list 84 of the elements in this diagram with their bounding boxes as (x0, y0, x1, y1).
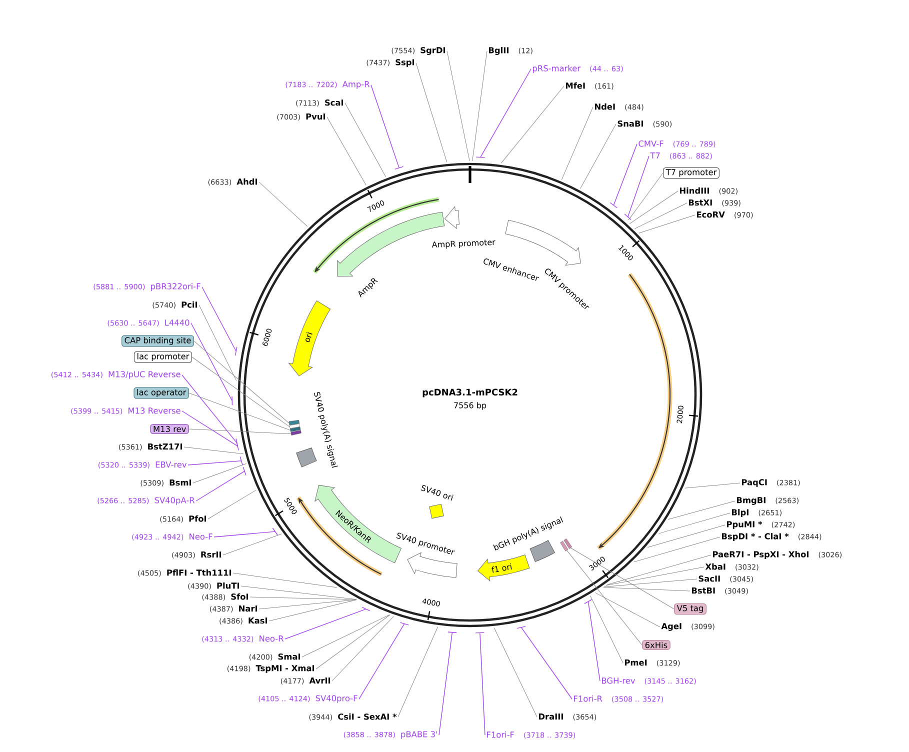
leader-line (208, 490, 256, 520)
leader-line (638, 214, 696, 234)
feature-tag: V5 tag (674, 603, 706, 615)
leader-line (190, 322, 233, 406)
leader-line (472, 50, 488, 162)
leader-line (590, 596, 624, 664)
leader-line (658, 512, 730, 534)
leader-line (516, 626, 572, 700)
feature-tag: M13 rev (150, 424, 189, 434)
leader-line (182, 410, 239, 451)
leader-line (398, 626, 438, 718)
feature-box: SV40 poly(A) signal (296, 392, 338, 468)
leader-line (198, 304, 237, 382)
leader-line (604, 578, 698, 588)
leader-line (610, 144, 638, 208)
leader-line (446, 50, 470, 162)
leader-line (501, 86, 564, 164)
leader-line (188, 456, 243, 466)
feature-tag: lac promoter (134, 351, 192, 363)
leader-line (475, 632, 486, 736)
feature-box: SV40 ori (420, 485, 454, 519)
leader-line (194, 340, 290, 424)
node-label: SV40 ori (420, 485, 454, 501)
leader-line (258, 182, 308, 227)
leader-line (634, 536, 720, 562)
feature-tag: lac operator (134, 387, 189, 399)
leader-line (580, 124, 616, 189)
leader-line (192, 356, 290, 428)
leader-line (258, 599, 357, 610)
leader-line (603, 587, 690, 592)
feature-mark (290, 430, 302, 436)
leader-line (196, 466, 246, 502)
feature-mark (560, 540, 568, 552)
leader-line (416, 62, 448, 162)
leader-line (624, 156, 650, 220)
leader-line (628, 172, 664, 220)
leader-line (494, 628, 538, 718)
leader-line (344, 102, 386, 177)
leader-line (250, 596, 357, 600)
feature-tag: CAP binding site (122, 335, 194, 347)
plasmid-name: pcDNA3.1-mPCSK2 (422, 388, 518, 398)
leader-line (232, 572, 338, 588)
leader-line (202, 286, 238, 356)
leader-line (594, 592, 660, 628)
leader-line (629, 190, 678, 224)
leader-line (647, 524, 726, 548)
leader-line (302, 614, 390, 658)
leader-line (222, 534, 282, 556)
leader-line (634, 202, 688, 230)
feature-segment: f1 ori (478, 554, 530, 582)
feature-segment: ori (288, 300, 331, 376)
leader-line (370, 84, 404, 170)
leader-line (268, 599, 357, 622)
leader-line (606, 566, 704, 586)
node-label: AmpR promoter (432, 240, 496, 249)
leader-line (326, 116, 366, 186)
leader-line (332, 616, 394, 682)
leader-line (570, 548, 674, 610)
feature-tag: 6xHis (642, 640, 670, 650)
leader-line (188, 428, 292, 434)
leader-line (584, 599, 600, 682)
feature-segment: AmpR promoter (432, 206, 496, 249)
leader-line (192, 463, 247, 484)
leader-line (214, 528, 278, 538)
feature-mark (288, 420, 300, 426)
leader-line (566, 550, 642, 646)
leader-line (476, 68, 532, 158)
leader-line (668, 500, 736, 520)
feature-tag: T7 promoter (663, 167, 720, 179)
feature-mark (564, 538, 572, 549)
feature-mark (290, 426, 301, 432)
node-label: SV40 poly(A) signal (314, 392, 338, 468)
feature-mark (289, 424, 300, 429)
leader-line (184, 446, 244, 454)
leader-line (561, 106, 594, 180)
leader-line (438, 632, 457, 736)
leader-line (284, 606, 370, 640)
leader-line (606, 554, 712, 585)
leader-line (240, 586, 356, 600)
leader-line (358, 622, 409, 700)
leader-line (684, 482, 740, 488)
leader-line (188, 392, 291, 430)
leader-line (316, 614, 390, 670)
plasmid-size: 7556 bp (454, 402, 486, 410)
